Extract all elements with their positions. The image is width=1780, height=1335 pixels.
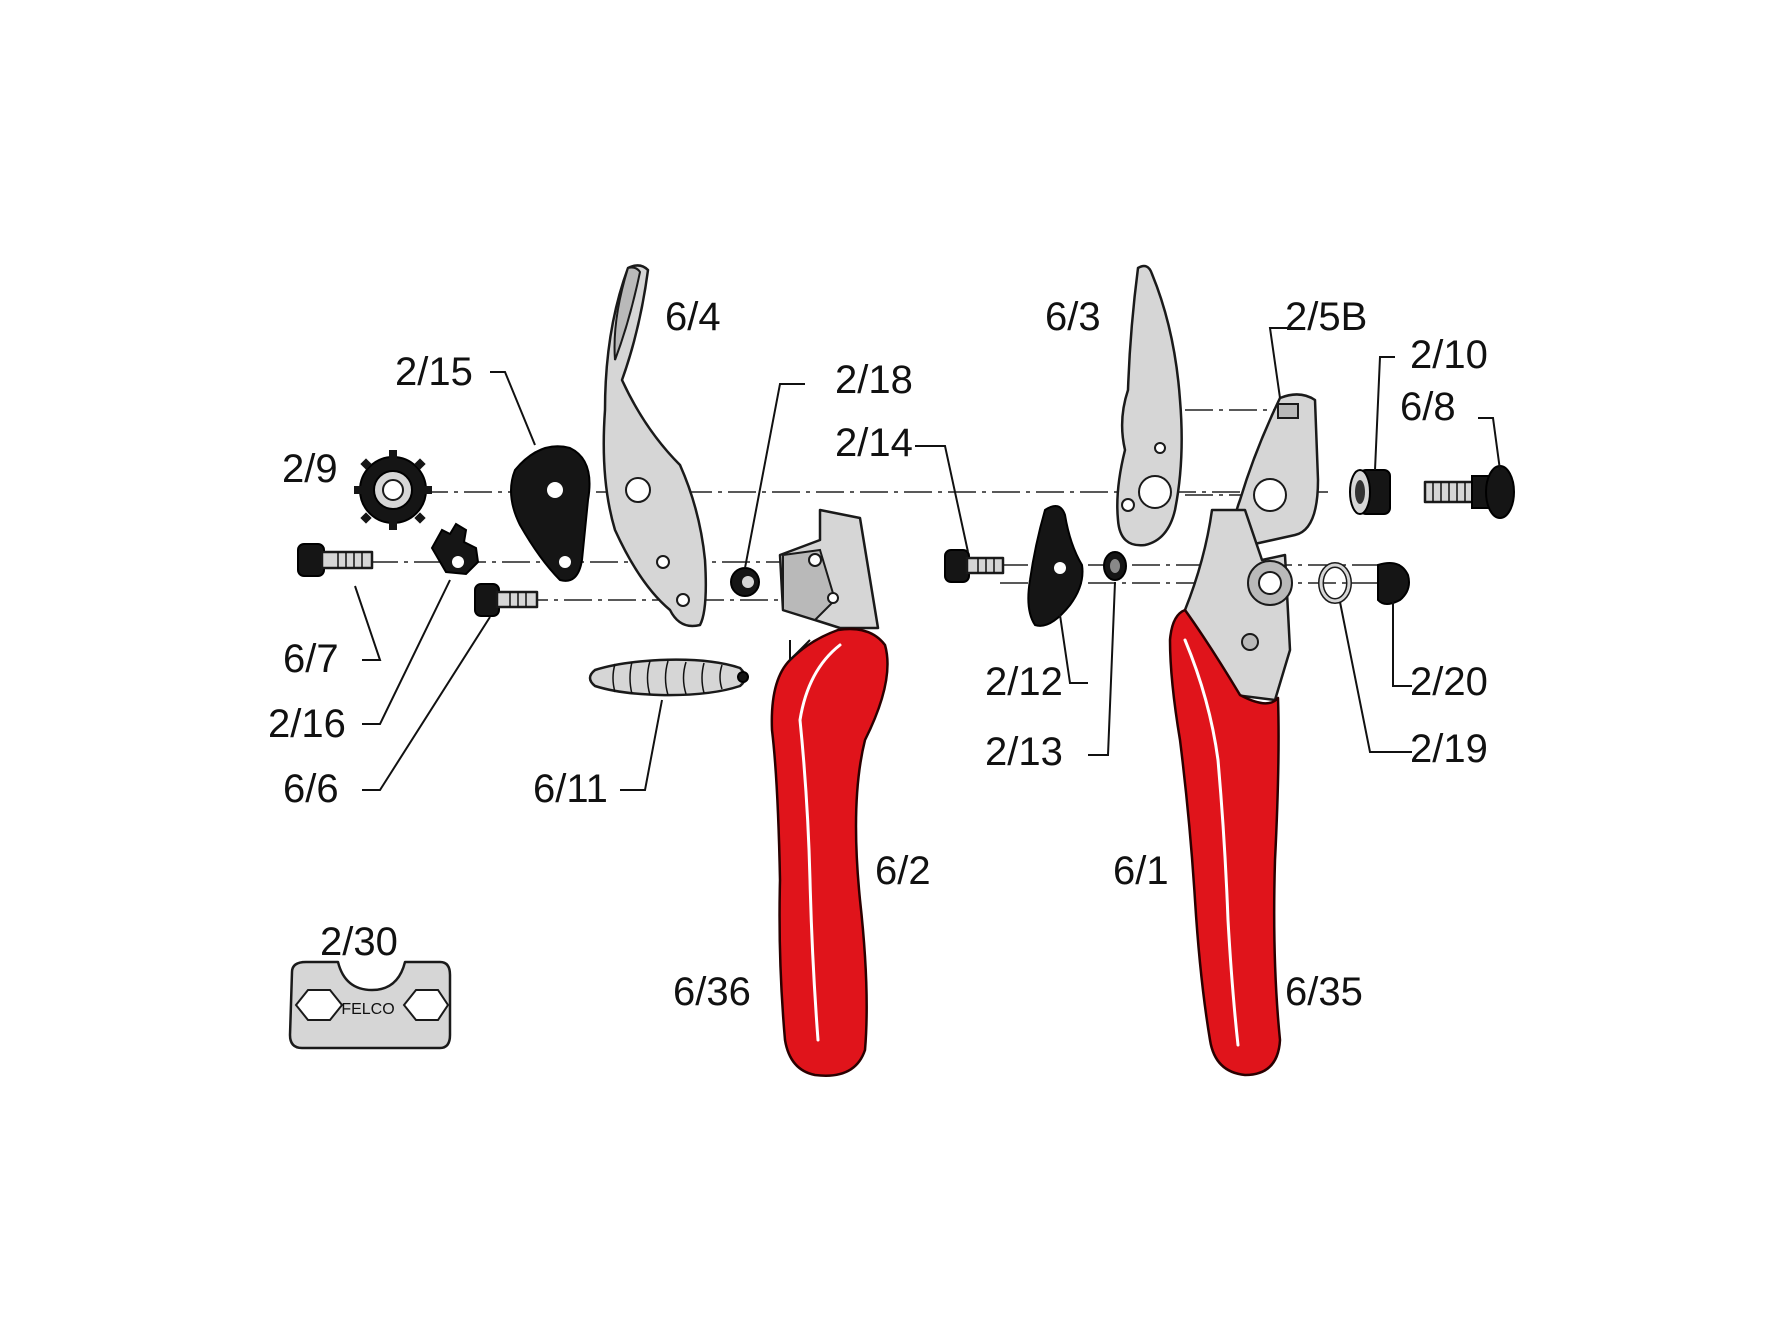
bolt-6-8 (1423, 465, 1515, 519)
label-2-19: 2/19 (1410, 727, 1488, 771)
screw-2-18 (730, 567, 760, 597)
part-labels: 6/4 2/15 2/18 2/9 2/14 6/7 2/16 6/6 6/11… (268, 295, 1488, 1014)
handle-6-1 (1168, 508, 1293, 1077)
spring-6-11 (588, 658, 749, 697)
label-2-15: 2/15 (395, 350, 473, 394)
bolt-2-14 (944, 549, 1005, 583)
handle-6-2 (770, 508, 889, 1077)
wrench-logo: FELCO (341, 1001, 394, 1018)
cover-plate-2-12 (1027, 505, 1084, 627)
label-2-30: 2/30 (320, 920, 398, 964)
label-6-4: 6/4 (665, 295, 721, 339)
support-plate-2-15 (510, 445, 591, 582)
bolt-6-6 (474, 583, 539, 617)
label-2-13: 2/13 (985, 730, 1063, 774)
locking-ring-2-16 (430, 522, 480, 576)
label-2-18: 2/18 (835, 358, 913, 402)
cutting-blade-6-3 (1116, 264, 1183, 547)
nut-cap-2-20 (1377, 562, 1410, 605)
label-2-14: 2/14 (835, 421, 913, 465)
label-2-10: 2/10 (1410, 333, 1488, 377)
label-2-5b: 2/5B (1285, 295, 1367, 339)
adjusting-gear-nut-2-9 (354, 450, 432, 530)
label-2-20: 2/20 (1410, 660, 1488, 704)
label-2-16: 2/16 (268, 702, 346, 746)
washer-2-19 (1318, 562, 1352, 604)
label-6-35: 6/35 (1285, 970, 1363, 1014)
label-6-36: 6/36 (673, 970, 751, 1014)
label-6-2: 6/2 (875, 849, 931, 893)
bolt-6-7 (297, 543, 374, 577)
label-6-11: 6/11 (533, 767, 608, 811)
washer-2-13 (1103, 551, 1127, 581)
label-2-9: 2/9 (282, 447, 338, 491)
label-2-12: 2/12 (985, 660, 1063, 704)
label-6-8: 6/8 (1400, 385, 1456, 429)
centre-bolt-2-5b (1233, 393, 1320, 547)
label-6-3: 6/3 (1045, 295, 1101, 339)
label-6-1: 6/1 (1113, 849, 1169, 893)
leader-lines (354, 327, 1501, 791)
label-6-6: 6/6 (283, 767, 339, 811)
label-6-7: 6/7 (283, 637, 339, 681)
bushing-2-10 (1349, 469, 1391, 515)
counter-blade-6-4 (602, 264, 708, 628)
wrench-2-30: FELCO (288, 960, 452, 1050)
